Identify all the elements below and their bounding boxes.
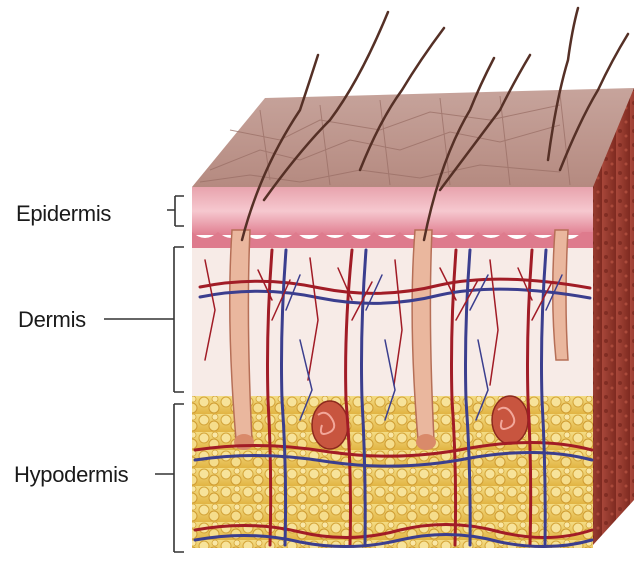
dermis-bracket: [104, 247, 184, 392]
layer-brackets: [104, 196, 184, 552]
skin-surface: [192, 88, 634, 187]
label-hypodermis: Hypodermis: [14, 464, 128, 486]
epidermis-bracket: [167, 196, 184, 226]
label-dermis: Dermis: [18, 309, 86, 331]
hypodermis-bracket: [155, 404, 184, 552]
epidermis-layer: [192, 187, 593, 235]
label-epidermis: Epidermis: [16, 203, 111, 225]
